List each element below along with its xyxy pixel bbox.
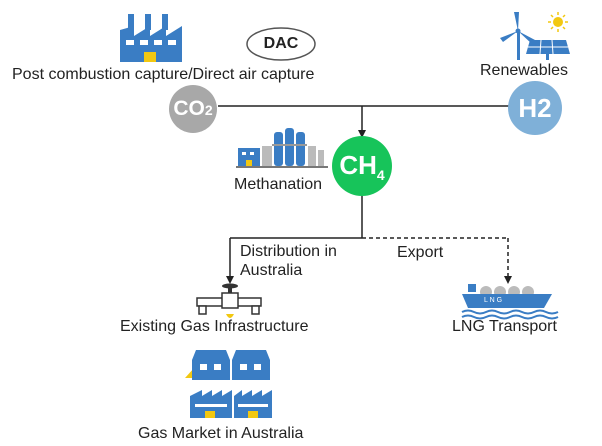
lng-ship-text: L N G — [484, 297, 503, 304]
co2-text: CO — [173, 97, 205, 120]
factory-icon — [120, 14, 182, 62]
infrastructure-label: Existing Gas Infrastructure — [120, 318, 309, 335]
pipeline-valve-icon — [196, 283, 262, 318]
h2-node: H2 — [508, 81, 562, 135]
dac-label: DAC — [263, 35, 299, 52]
gas-market-label: Gas Market in Australia — [138, 425, 304, 442]
h2-text: H2 — [518, 92, 552, 123]
export-label: Export — [397, 244, 444, 261]
renewables-label: Renewables — [480, 62, 569, 79]
methanation-label: Methanation — [234, 176, 323, 193]
co2-source-label: Post combustion capture/Direct air captu… — [12, 66, 315, 83]
lng-ship-icon — [461, 284, 559, 320]
co2-subscript: 2 — [204, 102, 213, 118]
ch4-subscript: 4 — [376, 166, 385, 183]
wind-solar-icon — [500, 12, 570, 60]
methanation-plant-icon — [236, 128, 328, 168]
dac-ellipse — [246, 27, 316, 61]
ch4-node: CH4 — [332, 136, 392, 196]
gas-market-buildings-icon — [185, 350, 272, 418]
lng-label: LNG Transport — [452, 318, 557, 335]
distribution-label-line1: Distribution in — [240, 243, 337, 260]
connector-lines — [218, 105, 512, 284]
co2-node: CO2 — [169, 85, 217, 133]
distribution-label-line2: Australia — [240, 262, 303, 279]
ch4-text: CH — [339, 149, 377, 180]
